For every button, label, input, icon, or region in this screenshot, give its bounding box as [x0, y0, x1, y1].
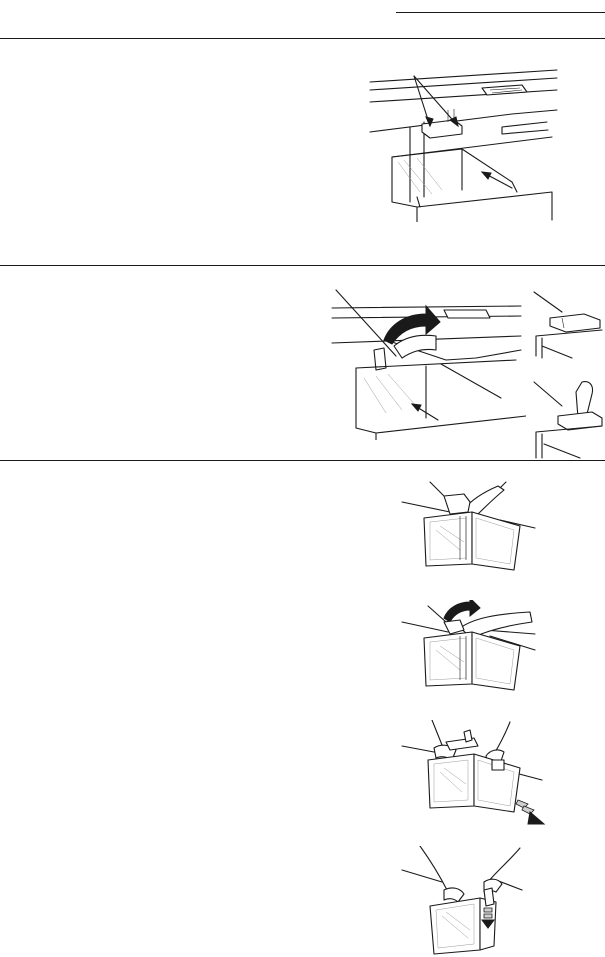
section-divider-3: [0, 460, 605, 461]
shelf-support-clips-illustration: [362, 62, 562, 222]
header-rule: [396, 12, 605, 13]
step-4-slide-out: [400, 846, 540, 956]
lift-shelf-lock-illustration: [326, 288, 526, 440]
step-3-two-hand-pull: [400, 720, 550, 830]
step-1-hand-release: [400, 480, 540, 576]
lock-down-detail: [532, 288, 605, 360]
section-divider-1: [0, 38, 605, 39]
section-divider-2: [0, 265, 605, 266]
lock-up-detail: [532, 378, 605, 460]
step-2-lift-lever: [400, 600, 540, 696]
